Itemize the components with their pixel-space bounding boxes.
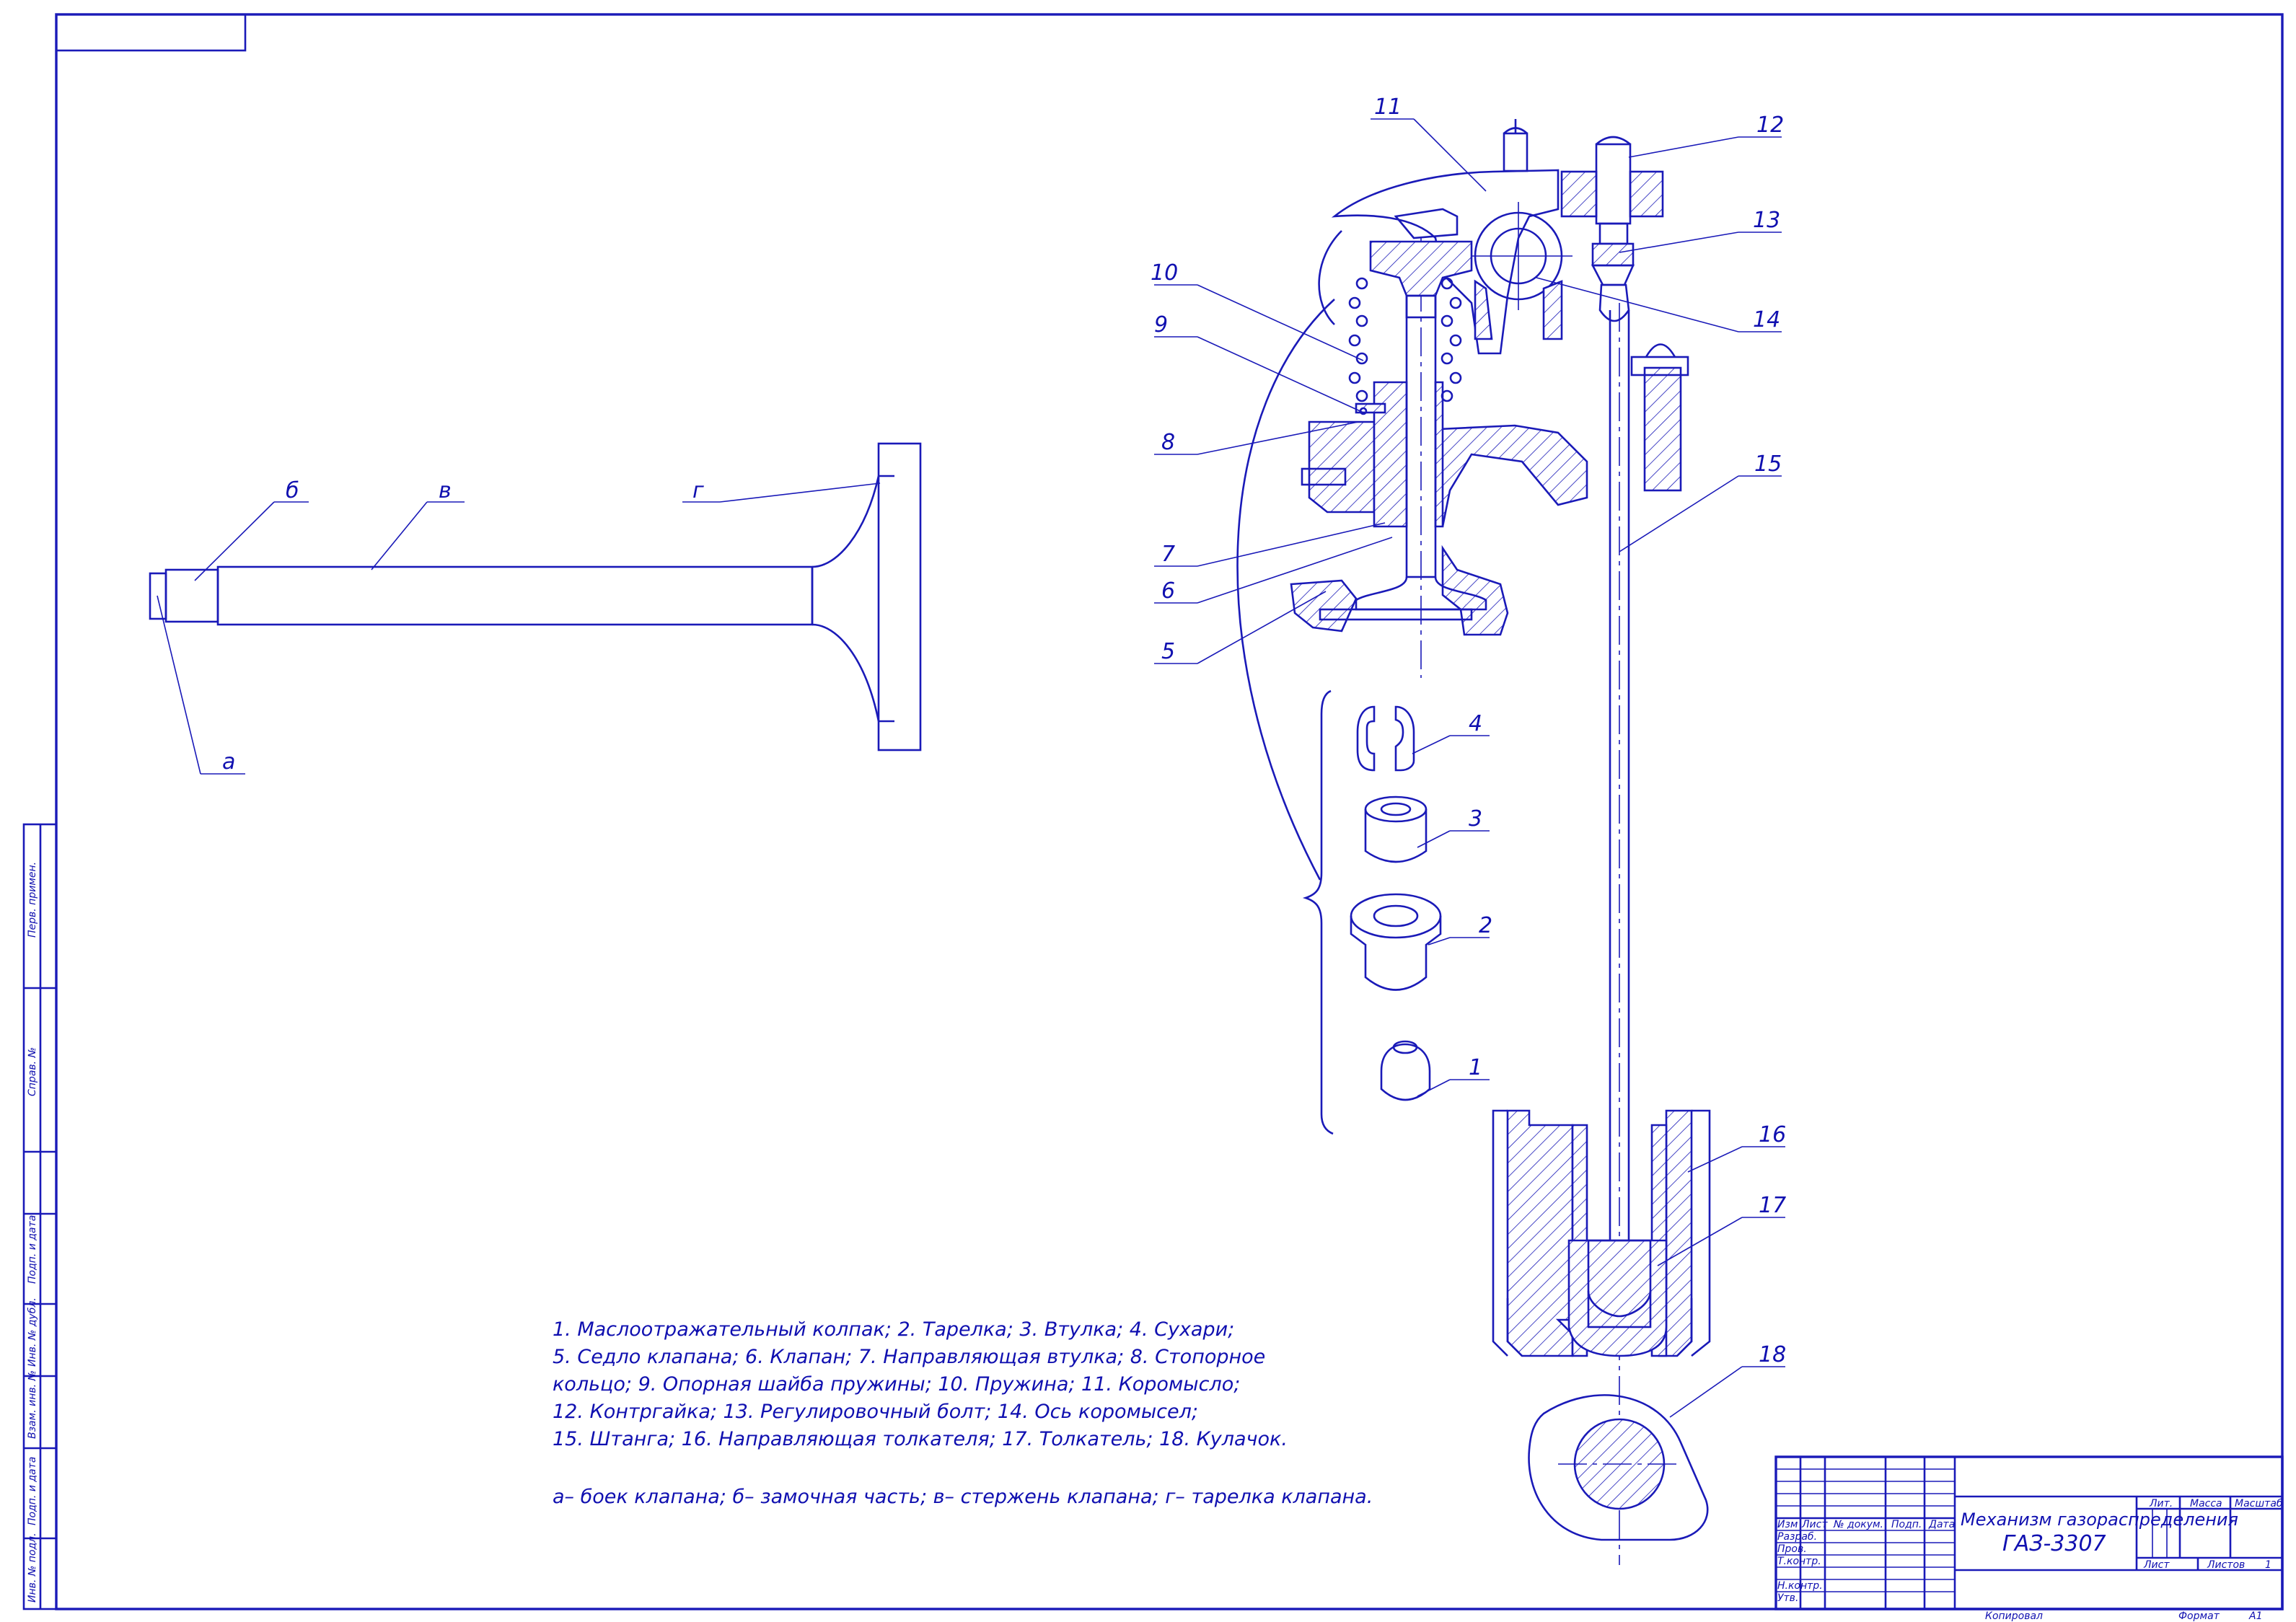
tb-row-utv: Утв. [1777, 1592, 1798, 1604]
callout-18: 18 [1759, 1342, 1786, 1367]
footer-format-label: Формат [2178, 1610, 2220, 1622]
footer-kopiroval: Копировал [1985, 1610, 2043, 1622]
callout-4: 4 [1469, 711, 1482, 736]
callout-7: 7 [1161, 542, 1175, 567]
callout-14: 14 [1753, 307, 1780, 332]
callout-11: 11 [1374, 94, 1402, 120]
legend-line-5: 15. Штанга; 16. Направляющая толкателя; … [553, 1428, 1288, 1450]
callout-2: 2 [1479, 913, 1492, 938]
stamp-inv-dubl: Инв. № дубл. [27, 1297, 38, 1367]
tb-list: Лист [2143, 1559, 2170, 1571]
stamp-podp-data-2: Подп. и дата [27, 1457, 38, 1525]
callout-13: 13 [1753, 208, 1780, 233]
label-b: б [286, 478, 299, 503]
callout-15: 15 [1754, 451, 1782, 477]
side-stamp: Перв. примен. Справ. № Подп. и дата Инв.… [22, 823, 58, 1610]
legend-line-2: 5. Седло клапана; 6. Клапан; 7. Направля… [553, 1346, 1265, 1368]
sheet-frame [55, 13, 2284, 1610]
legend-line-4: 12. Контргайка; 13. Регулировочный болт;… [553, 1401, 1198, 1423]
callout-12: 12 [1756, 113, 1784, 138]
tb-row-prov: Пров. [1777, 1543, 1807, 1555]
legend: 1. Маслоотражательный колпак; 2. Тарелка… [553, 1318, 1373, 1508]
tb-col-data: Дата [1928, 1519, 1955, 1530]
tb-listov-value: 1 [2265, 1559, 2271, 1571]
tb-listov: Листов [2207, 1559, 2245, 1571]
drawing-title-line-1: Механизм газораспределения [1961, 1509, 2238, 1530]
tb-col-izm: Изм [1777, 1519, 1798, 1530]
stamp-podp-data-1: Подп. и дата [27, 1215, 38, 1284]
stamp-sprav-no: Справ. № [27, 1047, 38, 1096]
valve-spring [1348, 277, 1462, 402]
tb-col-podp: Подп. [1891, 1519, 1922, 1530]
callout-9: 9 [1154, 312, 1168, 338]
tb-col-ndokum: № докум. [1833, 1519, 1883, 1530]
tb-masshtab: Масштаб [2235, 1498, 2283, 1509]
assembly-section-drawing [1154, 118, 1785, 1565]
callout-1: 1 [1469, 1055, 1482, 1080]
stamp-vzam-inv: Взам. инв. № [27, 1370, 38, 1439]
callout-10: 10 [1151, 260, 1178, 286]
callout-5: 5 [1161, 639, 1175, 664]
valve-detail-drawing [149, 442, 922, 775]
callout-16: 16 [1759, 1122, 1786, 1147]
footer-format-value: А1 [2248, 1610, 2262, 1622]
stamp-perv-primen: Перв. примен. [27, 862, 38, 938]
legend-parts-line: а– боек клапана; б– замочная часть; в– с… [553, 1486, 1373, 1508]
callout-3: 3 [1469, 806, 1482, 832]
label-v: в [439, 478, 452, 503]
callout-6: 6 [1161, 578, 1175, 604]
stamp-inv-podl: Инв. № подл. [27, 1533, 38, 1603]
drawing-title-line-2: ГАЗ-3307 [2002, 1531, 2106, 1556]
tb-col-list: Лист [1801, 1519, 1828, 1530]
label-g: г [692, 478, 704, 503]
legend-line-3: кольцо; 9. Опорная шайба пружины; 10. Пр… [553, 1373, 1240, 1396]
callout-17: 17 [1759, 1193, 1786, 1218]
tb-row-nkontr: Н.контр. [1777, 1580, 1823, 1592]
callout-8: 8 [1161, 430, 1175, 455]
tb-massa: Масса [2190, 1498, 2222, 1509]
tb-row-razrab: Разраб. [1777, 1531, 1817, 1543]
title-block: Изм Лист № докум. Подп. Дата Разраб. Про… [1774, 1455, 2284, 1610]
label-a: а [222, 749, 235, 775]
tb-row-tkontr: Т.контр. [1777, 1556, 1821, 1567]
tb-lit: Лит. [2149, 1498, 2173, 1509]
legend-line-1: 1. Маслоотражательный колпак; 2. Тарелка… [553, 1318, 1234, 1341]
